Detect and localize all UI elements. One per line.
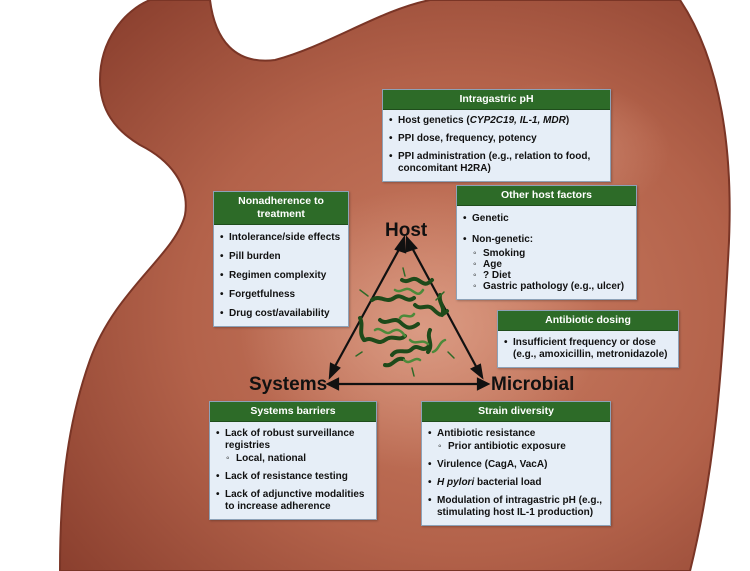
systems-barriers-title: Systems barriers bbox=[210, 402, 376, 422]
list-item: Forgetfulness bbox=[220, 289, 342, 301]
list-item: Intolerance/side effects bbox=[220, 232, 342, 244]
strain-diversity-box: Strain diversity Antibiotic resistance P… bbox=[421, 401, 611, 526]
list-item: Lack of adjunctive modalities to increas… bbox=[216, 489, 370, 513]
h-pylori-bacteria-cluster bbox=[355, 267, 455, 377]
systems-barriers-box: Systems barriers Lack of robust surveill… bbox=[209, 401, 377, 520]
antibiotic-dosing-box: Antibiotic dosing Insufficient frequency… bbox=[497, 310, 679, 368]
other-host-factors-box: Other host factors Genetic Non-genetic: … bbox=[456, 185, 637, 300]
list-subitem: Local, national bbox=[216, 453, 370, 465]
list-item: Drug cost/availability bbox=[220, 308, 342, 320]
list-item: H pylori bacterial load bbox=[428, 477, 604, 489]
nonadherence-box: Nonadherence to treatment Intolerance/si… bbox=[213, 191, 349, 327]
list-item: Pill burden bbox=[220, 251, 342, 263]
antibiotic-dosing-title: Antibiotic dosing bbox=[498, 311, 678, 331]
list-subitem: ? Diet bbox=[463, 270, 630, 282]
intragastric-ph-title: Intragastric pH bbox=[383, 90, 610, 110]
list-item: Antibiotic resistance bbox=[428, 428, 604, 440]
list-item: Lack of resistance testing bbox=[216, 471, 370, 483]
nonadherence-title: Nonadherence to treatment bbox=[214, 192, 348, 225]
list-item: PPI administration (e.g., relation to fo… bbox=[389, 151, 604, 175]
list-item: Genetic bbox=[463, 213, 630, 225]
node-systems: Systems bbox=[249, 374, 328, 395]
list-item: Insufficient frequency or dose (e.g., am… bbox=[504, 337, 672, 361]
node-microbial: Microbial bbox=[491, 374, 575, 395]
list-item: Virulence (CagA, VacA) bbox=[428, 459, 604, 471]
list-item: Host genetics (CYP2C19, IL-1, MDR) bbox=[389, 115, 604, 127]
other-host-factors-title: Other host factors bbox=[457, 186, 636, 206]
node-host: Host bbox=[385, 220, 428, 241]
list-item: Regimen complexity bbox=[220, 270, 342, 282]
list-item: PPI dose, frequency, potency bbox=[389, 133, 604, 145]
list-item: Lack of robust surveillance registries bbox=[216, 428, 370, 452]
list-item: Non-genetic: bbox=[463, 234, 630, 246]
intragastric-ph-box: Intragastric pH Host genetics (CYP2C19, … bbox=[382, 89, 611, 182]
list-subitem: Gastric pathology (e.g., ulcer) bbox=[463, 281, 630, 293]
strain-diversity-title: Strain diversity bbox=[422, 402, 610, 422]
list-subitem: Prior antibiotic exposure bbox=[428, 441, 604, 453]
list-subitem: Smoking bbox=[463, 248, 630, 260]
list-subitem: Age bbox=[463, 259, 630, 271]
list-item: Modulation of intragastric pH (e.g., sti… bbox=[428, 495, 604, 519]
